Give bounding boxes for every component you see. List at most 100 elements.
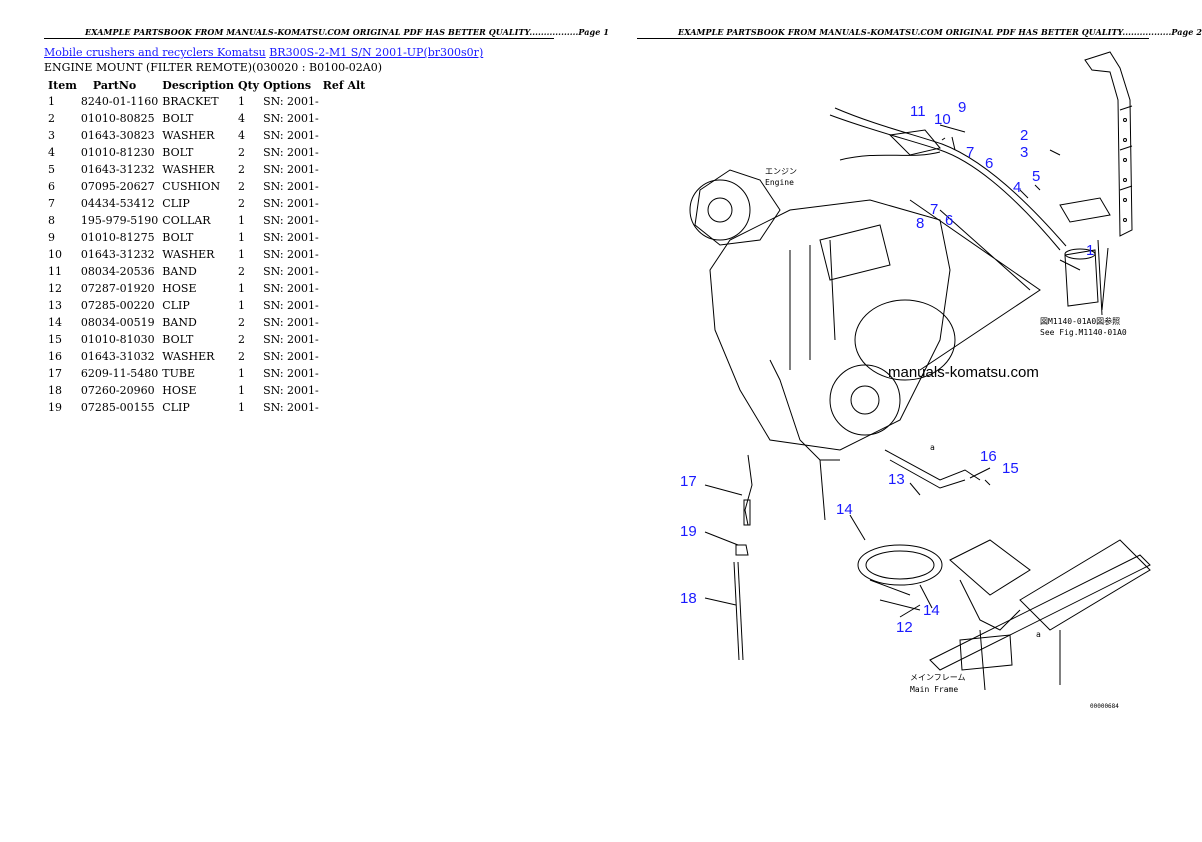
- cell-description: CLIP: [162, 299, 190, 312]
- cell-partno: 07095-20627: [80, 180, 155, 193]
- cell-options: SN: 2001-: [263, 316, 319, 329]
- page1-header-rule: [44, 38, 554, 39]
- callout-7b: 7: [930, 201, 938, 218]
- cell-refalt: [323, 93, 370, 110]
- col-partno-header: PartNo: [92, 78, 137, 92]
- category-link[interactable]: Mobile crushers and recyclers Komatsu: [44, 46, 266, 59]
- callout-14b: 14: [923, 602, 940, 619]
- cell-qty: 2: [238, 197, 245, 210]
- cell-description: BAND: [162, 265, 197, 278]
- page1-header: EXAMPLE PARTSBOOK FROM MANUALS-KOMATSU.C…: [85, 27, 609, 37]
- cell-refalt: [323, 297, 370, 314]
- breadcrumb: Mobile crushers and recyclers Komatsu BR…: [44, 46, 483, 59]
- cell-refalt: [323, 127, 370, 144]
- table-row: 6 07095-20627 CUSHION 2 SN: 2001-: [44, 178, 369, 195]
- cell-partno: 01010-81030: [80, 333, 155, 346]
- model-link[interactable]: BR300S-2-M1 S/N 2001-UP(br300s0r): [269, 46, 484, 59]
- cell-options: SN: 2001-: [263, 112, 319, 125]
- callout-18: 18: [680, 590, 697, 607]
- cell-description: BOLT: [162, 333, 194, 346]
- cell-description: BOLT: [162, 231, 194, 244]
- cell-item: 14: [48, 316, 62, 329]
- watermark: manuals-komatsu.com: [888, 364, 1039, 381]
- cell-partno: 8240-01-1160: [80, 95, 159, 108]
- callout-7a: 7: [966, 144, 974, 161]
- cell-partno: 01010-81230: [80, 146, 155, 159]
- cell-item: 8: [48, 214, 55, 227]
- cell-description: WASHER: [162, 248, 215, 261]
- cell-refalt: [323, 212, 370, 229]
- callout-6a: 6: [985, 155, 993, 172]
- cell-item: 18: [48, 384, 62, 397]
- cell-item: 13: [48, 299, 62, 312]
- cell-description: HOSE: [162, 282, 197, 295]
- col-refalt-header: Ref Alt: [322, 78, 366, 92]
- cell-options: SN: 2001-: [263, 299, 319, 312]
- cell-partno: 07287-01920: [80, 282, 155, 295]
- cell-description: WASHER: [162, 350, 215, 363]
- cell-qty: 1: [238, 248, 245, 261]
- cell-item: 9: [48, 231, 55, 244]
- bracket-part: [1084, 51, 1133, 237]
- cell-item: 2: [48, 112, 55, 125]
- cell-description: CUSHION: [162, 180, 221, 193]
- page2-header: EXAMPLE PARTSBOOK FROM MANUALS-KOMATSU.C…: [678, 27, 1202, 37]
- marker-a1: a: [930, 443, 935, 452]
- cell-refalt: [323, 331, 370, 348]
- cell-description: BOLT: [162, 112, 194, 125]
- callout-6b: 6: [945, 212, 953, 229]
- engine-label-jp: エンジン: [765, 167, 797, 176]
- engine-mount-diagram: 11 9 10 2 3 7 6 4 5 7 6 8 1 16 15 13 17 …: [680, 51, 1151, 710]
- cell-qty: 2: [238, 180, 245, 193]
- cell-item: 5: [48, 163, 55, 176]
- seefig-label-en: See Fig.M1140-01A0: [1040, 328, 1127, 337]
- cell-description: WASHER: [162, 163, 215, 176]
- cell-description: HOSE: [162, 384, 197, 397]
- cell-item: 6: [48, 180, 55, 193]
- callout-5: 5: [1032, 168, 1040, 185]
- cell-options: SN: 2001-: [263, 180, 319, 193]
- cell-options: SN: 2001-: [263, 231, 319, 244]
- cell-partno: 195-979-5190: [80, 214, 159, 227]
- frame-label-en: Main Frame: [910, 685, 958, 694]
- cell-partno: 07285-00220: [80, 299, 155, 312]
- cell-options: SN: 2001-: [263, 367, 319, 380]
- seefig-label-jp: 図M1140-01A0図参照: [1040, 316, 1120, 326]
- cell-partno: 04434-53412: [80, 197, 155, 210]
- cell-refalt: [323, 161, 370, 178]
- cell-qty: 1: [238, 367, 245, 380]
- drawing-code: 00000684: [1090, 703, 1119, 710]
- table-header-row: Item PartNo Description Qty Options Ref …: [44, 77, 369, 93]
- callout-11: 11: [910, 103, 926, 120]
- callout-12: 12: [896, 619, 913, 636]
- cell-refalt: [323, 246, 370, 263]
- callout-1: 1: [1086, 242, 1094, 259]
- cell-qty: 1: [238, 231, 245, 244]
- cell-partno: 01643-30823: [80, 129, 155, 142]
- col-qty-header: Qty: [238, 78, 260, 92]
- cell-item: 4: [48, 146, 55, 159]
- parts-table: Item PartNo Description Qty Options Ref …: [44, 77, 369, 416]
- callout-13: 13: [888, 471, 905, 488]
- cell-item: 11: [48, 265, 62, 278]
- cell-description: CLIP: [162, 401, 190, 414]
- callout-10: 10: [934, 111, 951, 128]
- callout-9: 9: [958, 99, 966, 116]
- cell-qty: 1: [238, 384, 245, 397]
- cell-qty: 1: [238, 95, 245, 108]
- page-title: ENGINE MOUNT (FILTER REMOTE)(030020 : B0…: [44, 61, 383, 74]
- callout-15: 15: [1002, 460, 1019, 477]
- engine-label-en: Engine: [765, 178, 794, 187]
- filter-part: [1064, 249, 1099, 307]
- cell-description: BAND: [162, 316, 197, 329]
- cell-partno: 01643-31232: [80, 163, 155, 176]
